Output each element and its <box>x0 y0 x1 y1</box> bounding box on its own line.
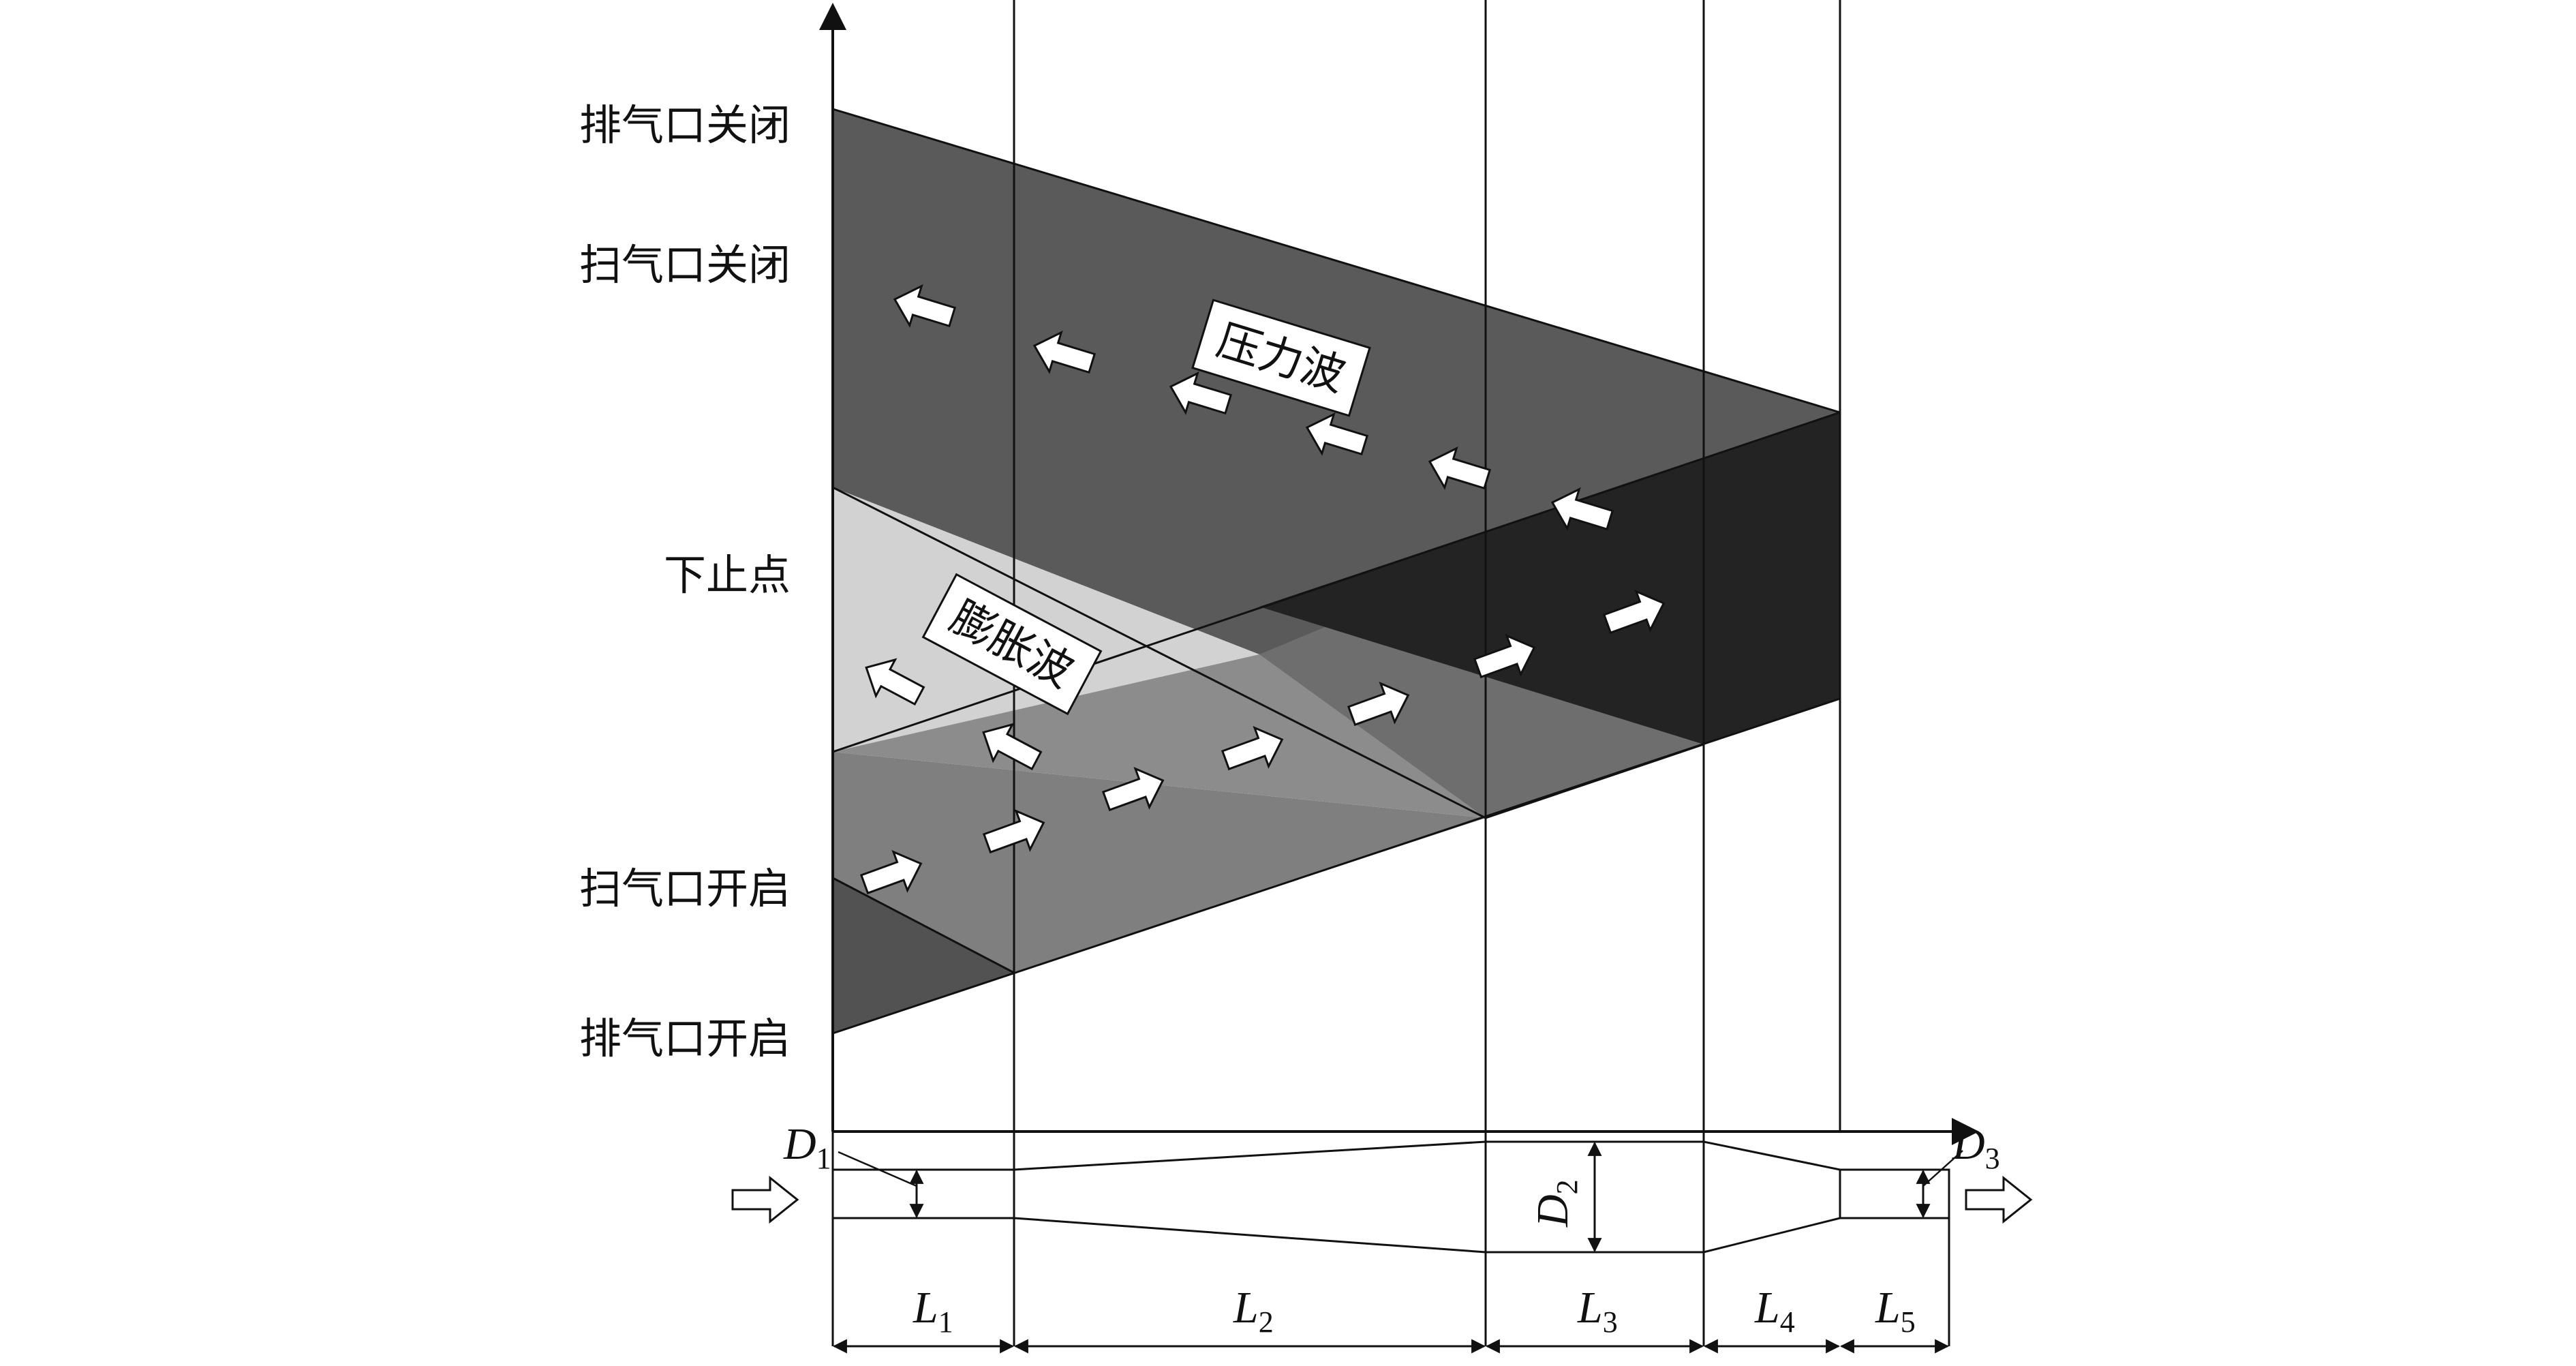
svg-text:D1: D1 <box>783 1119 831 1175</box>
l3-subscript: 3 <box>1603 1305 1618 1339</box>
d2-dimension: D2 <box>1528 1141 1602 1253</box>
d2-label: D <box>1528 1194 1578 1228</box>
l1-subscript: 1 <box>938 1305 953 1339</box>
label-scavenge-open: 扫气口开启 <box>579 864 791 913</box>
l4-label: L <box>1754 1283 1780 1333</box>
pipe-outline <box>831 1140 1950 1254</box>
lower-mid-region <box>833 752 1486 973</box>
svg-text:D2: D2 <box>1528 1179 1584 1228</box>
svg-text:L3: L3 <box>1577 1283 1618 1339</box>
l3-label: L <box>1577 1283 1603 1333</box>
d1-dimension: D1 <box>783 1119 924 1219</box>
l2-label: L <box>1233 1283 1259 1333</box>
l5-label: L <box>1875 1283 1901 1333</box>
l4-subscript: 4 <box>1780 1305 1795 1339</box>
l1-label: L <box>913 1283 938 1333</box>
svg-text:L5: L5 <box>1875 1283 1916 1339</box>
label-exhaust-open: 排气口开启 <box>579 1014 791 1063</box>
wave-boundaries <box>832 108 1841 1035</box>
label-bdc: 下止点 <box>664 550 791 600</box>
l5-subscript: 5 <box>1901 1305 1916 1339</box>
d1-subscript: 1 <box>816 1142 831 1175</box>
d3-label: D <box>1952 1119 1985 1169</box>
d1-label: D <box>783 1119 816 1169</box>
d3-subscript: 3 <box>1985 1142 2000 1175</box>
l2-subscript: 2 <box>1259 1305 1274 1339</box>
svg-text:D3: D3 <box>1952 1119 2000 1175</box>
outlet-arrow-icon <box>1965 1175 2033 1224</box>
d2-subscript: 2 <box>1550 1179 1584 1194</box>
label-scavenge-close: 扫气口关闭 <box>579 240 791 290</box>
svg-text:L1: L1 <box>913 1283 953 1339</box>
light-region <box>833 487 1259 752</box>
svg-text:L2: L2 <box>1233 1283 1274 1339</box>
dark-overlap-region <box>1259 412 1840 744</box>
exhaust-corner-region <box>833 878 1014 1033</box>
d3-dimension: D3 <box>1916 1119 2000 1219</box>
svg-text:L4: L4 <box>1754 1283 1795 1339</box>
label-exhaust-close: 排气口关闭 <box>579 100 791 150</box>
inlet-arrow-icon <box>731 1175 799 1224</box>
